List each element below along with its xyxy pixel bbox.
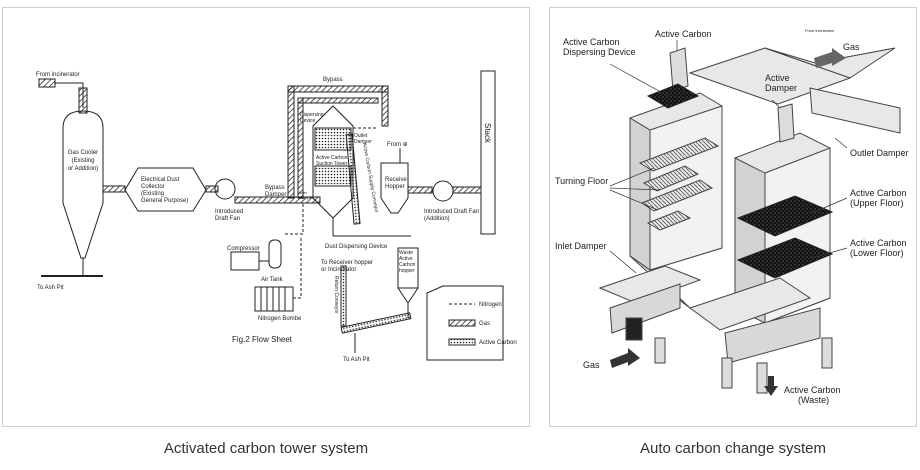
rlabel-outlet-damper: Outlet Damper [850, 148, 909, 158]
legend-active-carbon: Active Carbon [479, 340, 517, 346]
rlabel-active-carbon-upper: Active Carbon(Upper Floor) [850, 188, 907, 208]
label-to-ash-pit-left: To Ash Pit [37, 285, 64, 291]
label-active-carbon-supply-conveyor: Active Carbon Supply Conveyor [361, 142, 379, 213]
label-return-conveyor: Return Conveyor [333, 276, 339, 314]
label-to-ash-pit-bottom: To Ash Pit [343, 357, 370, 363]
fig-title: Fig.2 Flow Sheet [232, 335, 293, 344]
legend-nitrogen: Nitrogen [479, 302, 502, 308]
caption-auto-change: Auto carbon change system [640, 440, 826, 457]
rlabel-gas-in: Gas [583, 360, 600, 370]
rlabel-active-carbon-waste: Active Carbon(Waste) [784, 385, 841, 405]
rlabel-from-incinerator: From incinerator [805, 28, 835, 33]
label-bypass: Bypass [323, 77, 343, 83]
label-from-incinerator: From incinerator [36, 72, 80, 78]
label-from-arrow: From ⊕ [387, 142, 408, 148]
label-compressor: Compressor [227, 246, 260, 252]
legend-gas: Gas [479, 321, 490, 327]
rlabel-gas-out: Gas [843, 42, 860, 52]
rlabel-active-carbon: Active Carbon [655, 29, 712, 39]
label-dust-dispersing-device: Dust Dispersing Device [325, 244, 388, 250]
label-air-tank: Air Tank [261, 277, 284, 283]
label-stack: Stack [483, 123, 492, 144]
rlabel-active-carbon-lower: Active Carbon(Lower Floor) [850, 238, 907, 258]
caption-carbon-tower: Activated carbon tower system [163, 440, 369, 457]
label-nitrogen-bombe: Nitrogen Bombe [258, 316, 302, 322]
rlabel-turning-floor: Turning Floor [555, 176, 608, 186]
rlabel-inlet-damper: Inlet Damper [555, 241, 607, 251]
label-introduced-draft-fan-addition: Introduced Draft Fan(Addition) [424, 209, 479, 222]
